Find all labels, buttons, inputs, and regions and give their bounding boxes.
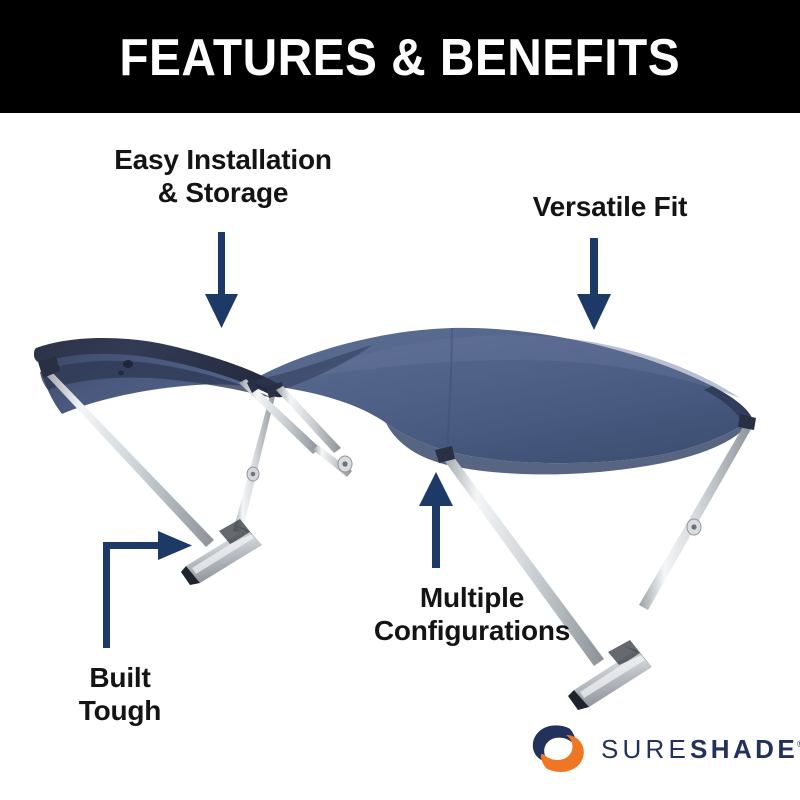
page-title: FEATURES & BENEFITS bbox=[119, 28, 681, 87]
up-arrow-icon bbox=[419, 472, 453, 568]
callout-easy-installation: Easy Installation & Storage bbox=[114, 144, 332, 209]
callout-versatile-fit: Versatile Fit bbox=[532, 191, 688, 222]
callout-multiple-configurations: Multiple Configurations bbox=[373, 582, 571, 647]
elbow-arrow-right-icon bbox=[103, 531, 192, 648]
down-arrow-icon bbox=[205, 232, 238, 328]
header-bar: FEATURES & BENEFITS bbox=[0, 0, 800, 113]
down-arrow-icon bbox=[577, 238, 611, 330]
callout-built-tough: Built Tough bbox=[78, 662, 162, 727]
brand-name-shade: SHADE bbox=[690, 734, 799, 764]
registered-trademark-icon: ® bbox=[797, 740, 800, 749]
sureshade-s-logo-icon bbox=[532, 725, 584, 773]
brand-name-sure: SURE bbox=[601, 734, 691, 764]
